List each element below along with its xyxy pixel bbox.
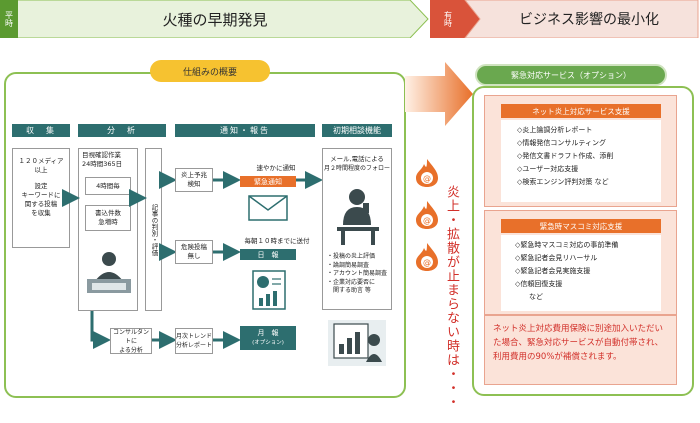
net-support-item: ◇情報発信コンサルティング (517, 139, 606, 147)
net-support-item: ◇炎上論調分析レポート (517, 126, 593, 134)
net-support-item: ◇発信文書ドラフト作成、添削 (517, 152, 614, 160)
flame-precursor-box: 炎上予兆 検知 (175, 168, 213, 192)
col-header-analysis: 分 析 (78, 124, 166, 137)
media-support-item: ◇信頼回復支援 (515, 280, 563, 288)
insurance-text: ネット炎上対応費用保険に別途加入いただいた場合、緊急対応サービスが自動付帯され、… (493, 324, 664, 362)
media-support-list-box: ◇緊急時マスコミ対応の事前準備 ◇緊急記者会見リハーサル ◇緊急記者会見実施支援… (501, 235, 661, 311)
consult-item: ・投稿の炎上評価 (327, 253, 376, 260)
media-support-list: ◇緊急時マスコミ対応の事前準備 ◇緊急記者会見リハーサル ◇緊急記者会見実施支援… (501, 235, 661, 304)
count-line-1: 書込件数 (95, 209, 121, 217)
svg-text:@: @ (423, 258, 431, 267)
consultant-phone-illustration (337, 189, 379, 245)
media-support-etc: など (529, 293, 543, 301)
media-support-title: 緊急時マスコミ対応支援 (501, 219, 661, 233)
consult-item: 関する助言 等 (327, 287, 371, 294)
quick-notice-text: 速やかに通知 (256, 164, 296, 172)
judgement-box: 記事の判別・評価 (145, 148, 162, 311)
report-chart-icon (252, 270, 286, 310)
monthly-trend-box: 月次トレンド 分析レポート (175, 328, 213, 354)
normal-time-tag: 平時 (4, 11, 14, 27)
net-support-list: ◇炎上論調分析レポート ◇情報発信コンサルティング ◇発信文書ドラフト作成、添削… (501, 120, 661, 189)
escalation-arrow (405, 62, 473, 126)
media-support-card: 緊急時マスコミ対応支援 ◇緊急時マスコミ対応の事前準備 ◇緊急記者会見リハーサル… (484, 210, 677, 315)
media-support-item: ◇緊急時マスコミ対応の事前準備 (515, 241, 619, 249)
judgement-text: 記事の判別・評価 (150, 203, 158, 256)
collect-line-5: 関する投稿 (24, 200, 58, 208)
consultant-line-1: コンサルタントに (112, 328, 149, 345)
consult-desc-line-2: 月２時間程度のフォロー (323, 165, 390, 172)
emergency-notice-label: 緊急通知 (240, 176, 296, 187)
right-banner: 有時 ビジネス影響の最小化 (430, 0, 700, 38)
left-banner: 平時 火種の早期発見 (0, 0, 430, 38)
net-support-item: ◇ユーザー対応支援 (517, 165, 579, 173)
svg-text:@: @ (423, 216, 431, 225)
net-support-card: ネット炎上対応サービス支援 ◇炎上論調分析レポート ◇情報発信コンサルティング … (484, 95, 677, 207)
consult-list: ・投稿の炎上評価 ・論調簡易調査 ・アカウント簡易調査 ・企業対応要否に 関する… (327, 253, 387, 296)
right-banner-title: ビジネス影響の最小化 (519, 12, 659, 28)
emergency-time-tag: 有時 (443, 11, 453, 27)
collect-line-4: キーワードに (21, 191, 61, 199)
consult-item: ・企業対応要否に (327, 278, 376, 286)
consultant-line-2: よる分析 (119, 346, 143, 354)
media-support-item: ◇緊急記者会見実施支援 (515, 267, 591, 275)
collect-line-1: １２０メディア (18, 157, 64, 165)
media-support-item: ◇緊急記者会見リハーサル (515, 254, 598, 262)
precursor-line-2: 検知 (187, 180, 201, 188)
collect-line-3: 設定 (34, 182, 48, 190)
count-surge-box: 書込件数 急増時 (85, 205, 131, 231)
analysis-title: 目視確認作業 24時間365日 (79, 149, 137, 171)
flame-icon: @ (416, 243, 438, 271)
monthly-report-label: 月 報 (オプション) (240, 326, 296, 350)
flame-icon: @ (416, 201, 438, 229)
svg-text:@: @ (423, 174, 431, 183)
mechanism-title-badge: 仕組みの概要 (150, 60, 270, 82)
net-support-list-box: ◇炎上論調分析レポート ◇情報発信コンサルティング ◇発信文書ドラフト作成、添削… (501, 120, 661, 202)
monthly-sub-text: (オプション) (252, 340, 284, 346)
monthly-report-illustration (328, 320, 386, 366)
col-header-consult: 初期相談機能 (322, 124, 392, 137)
monthly-trend-line-1: 月次トレンド (176, 333, 213, 340)
daily-notice-text: 毎朝１０時までに送付 (244, 237, 310, 245)
collect-line-6: を収集 (31, 209, 51, 217)
consult-box: メール,電話による 月２時間程度のフォロー ・投稿の炎上評価 ・論調簡易調査 ・… (322, 148, 392, 310)
monthly-label-text: 月 報 (257, 329, 279, 337)
count-line-2: 急増時 (98, 218, 118, 226)
left-banner-title: 火種の早期発見 (162, 10, 268, 29)
consultant-analysis-box: コンサルタントに よる分析 (110, 328, 152, 354)
collect-box: １２０メディア 以上 設定 キーワードに 関する投稿 を収集 (12, 148, 70, 248)
mail-icon (248, 195, 288, 221)
analysis-box: 目視確認作業 24時間365日 4時間毎 書込件数 急増時 (78, 148, 138, 311)
danger-post-box: 危険投稿 無し (175, 240, 213, 264)
consult-desc: メール,電話による 月２時間程度のフォロー (323, 149, 391, 173)
monthly-trend-line-2: 分析レポート (176, 342, 213, 349)
collect-line-2: 以上 (34, 166, 48, 174)
precursor-line-1: 炎上予兆 (181, 171, 207, 179)
emergency-service-title: 緊急対応サービス（オプション） (475, 64, 667, 86)
danger-line-2: 無し (187, 252, 201, 260)
net-support-title: ネット炎上対応サービス支援 (501, 104, 661, 118)
consult-item: ・アカウント簡易調査 (327, 270, 388, 277)
analyst-illustration (83, 249, 135, 293)
consult-desc-line-1: メール,電話による (330, 155, 384, 163)
analysis-title-line-2: 24時間365日 (82, 160, 123, 168)
flame-icon: @ (416, 159, 438, 187)
flow-arrows (62, 171, 323, 349)
col-header-notify: 通知・報告 (175, 124, 315, 137)
insurance-note: ネット炎上対応費用保険に別途加入いただいた場合、緊急対応サービスが自動付帯され、… (484, 315, 677, 385)
escalation-text: 炎上・拡散が止まらない時は・・・ (444, 185, 459, 409)
every-4h-box: 4時間毎 (85, 177, 131, 195)
danger-line-1: 危険投稿 (181, 243, 207, 251)
net-support-item: ◇検索エンジン評判対策 など (517, 178, 609, 186)
col-header-collect: 収 集 (12, 124, 70, 137)
analysis-title-line-1: 目視確認作業 (82, 151, 121, 159)
consult-item: ・論調簡易調査 (327, 261, 370, 269)
daily-report-label: 日 報 (240, 249, 296, 260)
